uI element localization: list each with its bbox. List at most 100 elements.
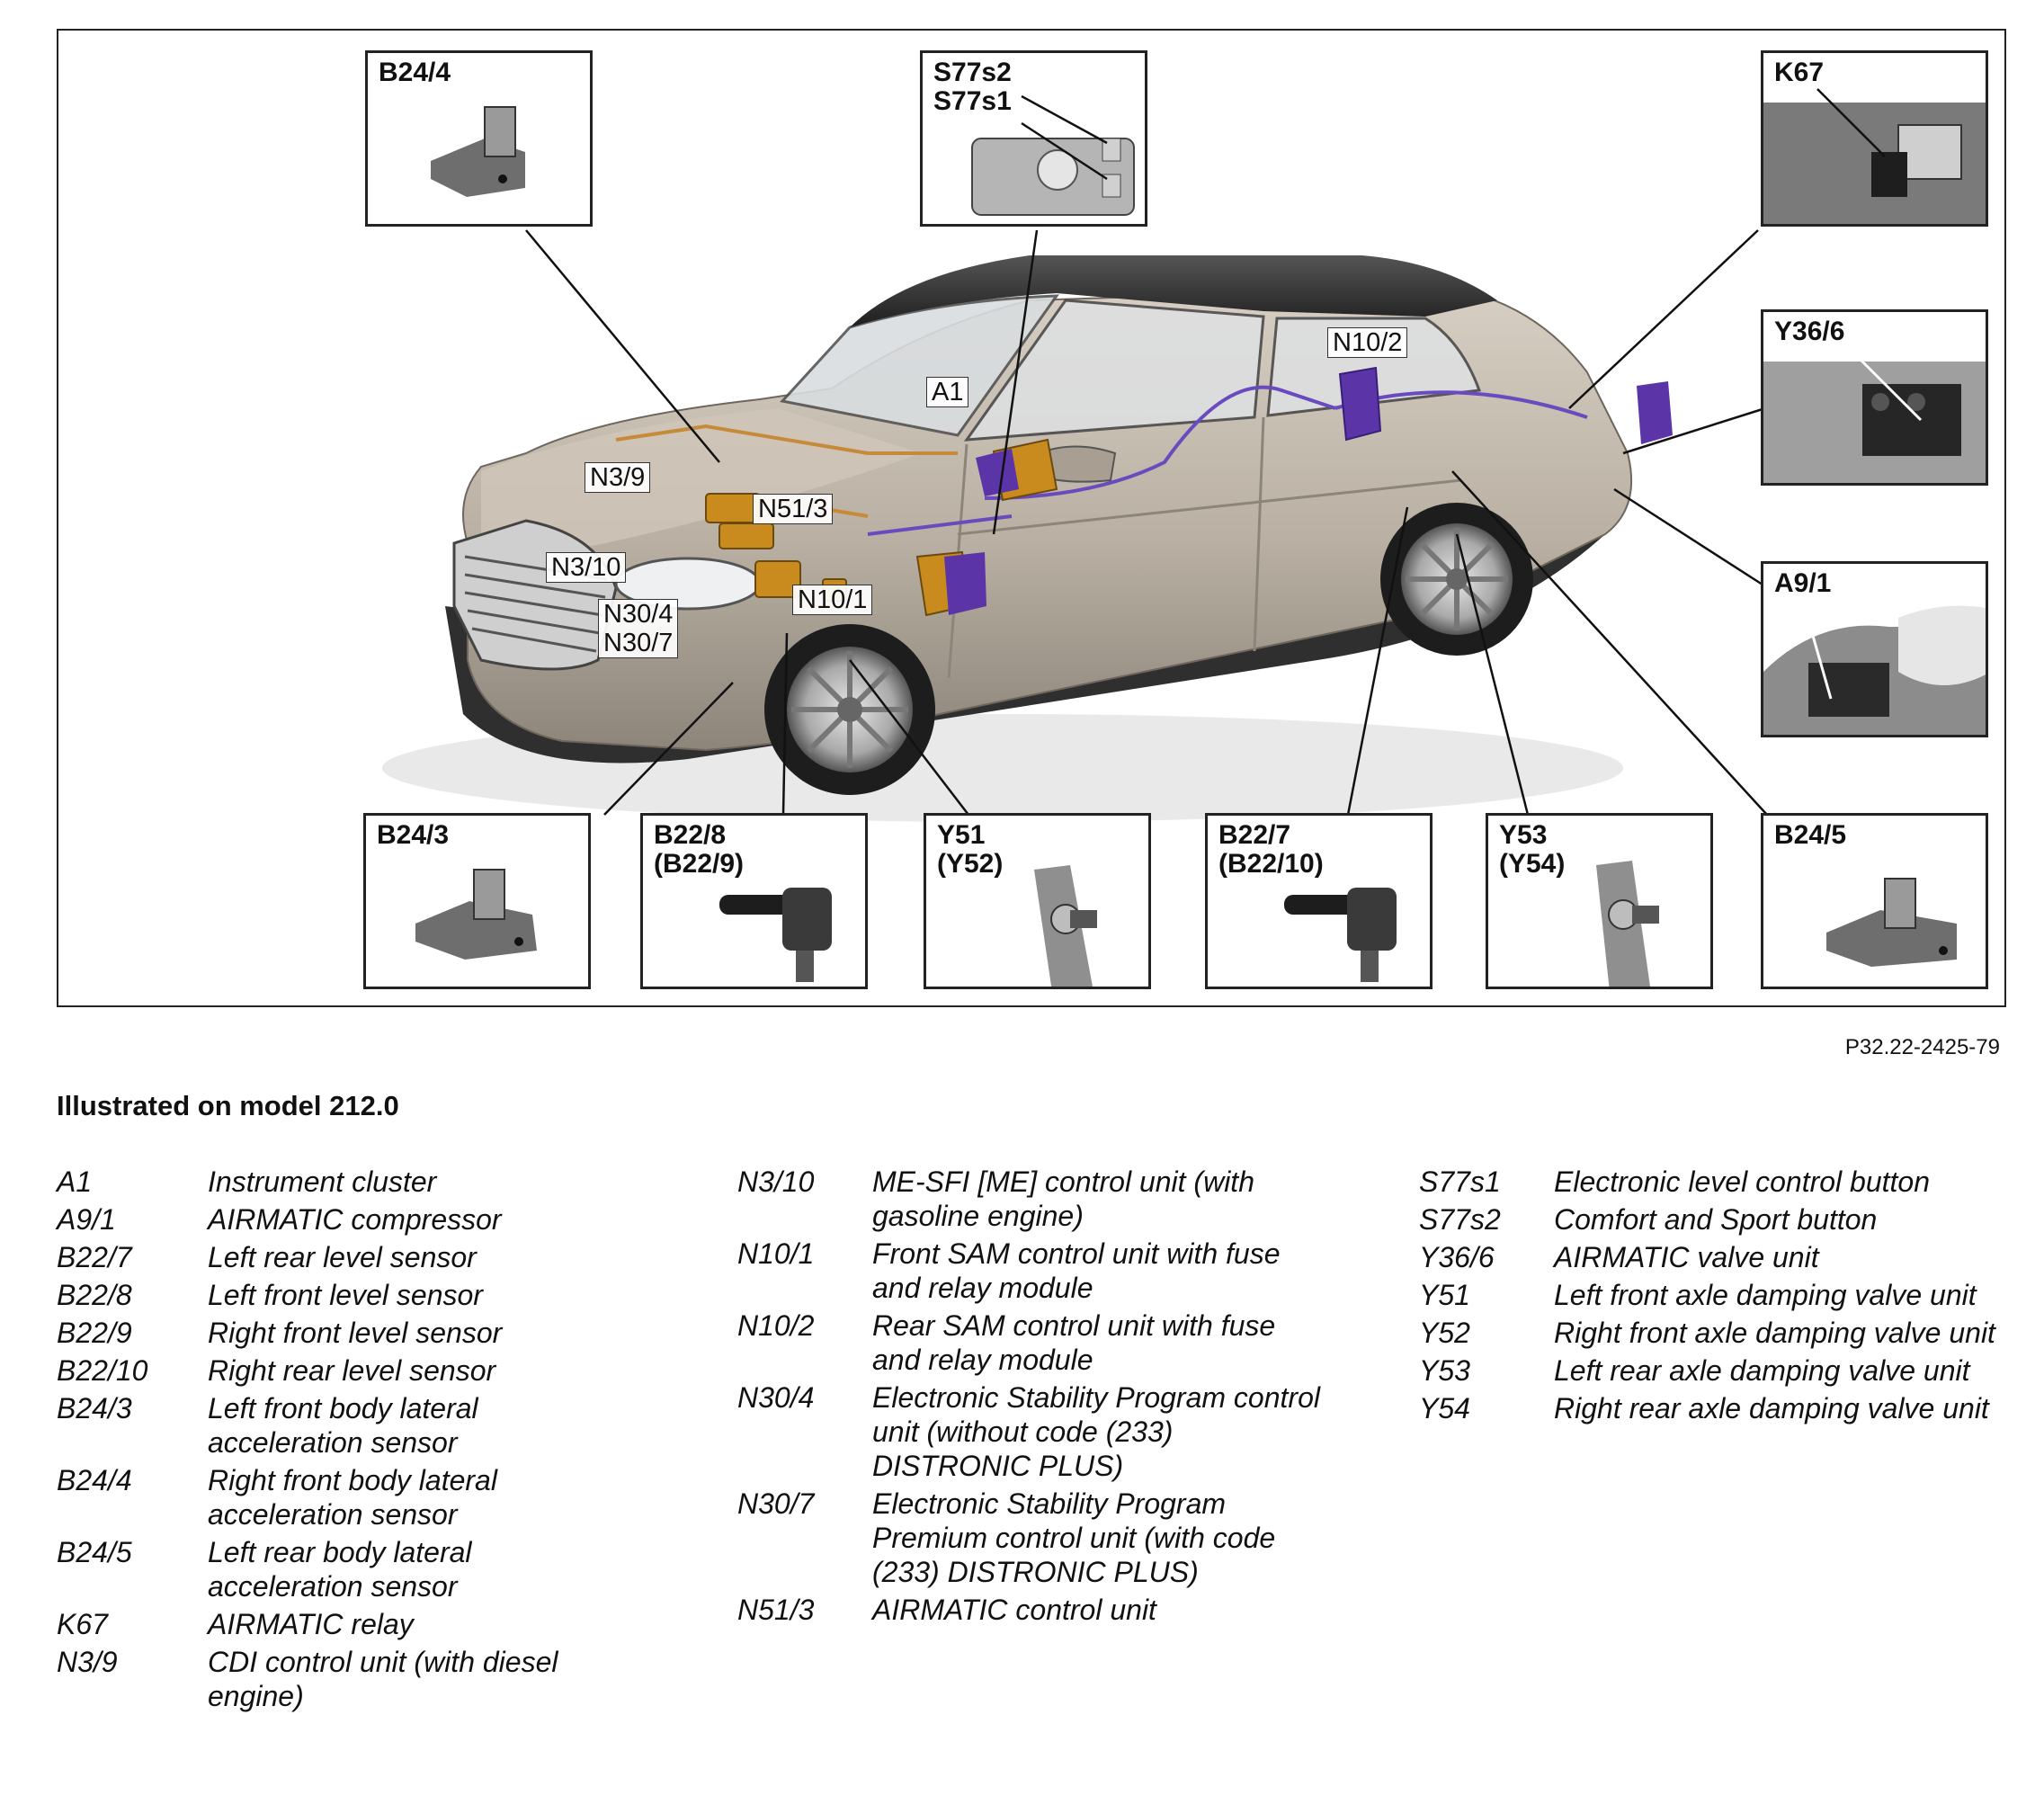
figure-subtitle: Illustrated on model 212.0 (57, 1090, 399, 1121)
legend-column-3: S77s1 Electronic level control button S77… (1419, 1165, 2004, 1429)
legend-desc: AIRMATIC relay (208, 1608, 414, 1640)
inset-label: Y36/6 (1774, 317, 1845, 346)
wire-purple (867, 385, 1336, 536)
legend-desc: Right front axle damping valve unit (1554, 1317, 1995, 1349)
callout-n51-3: N51/3 (753, 494, 834, 524)
inset-k67: K67 (1761, 50, 1988, 227)
component-n30 (754, 560, 801, 598)
legend-code: N51/3 (737, 1594, 815, 1626)
level-sensor-image (1284, 888, 1397, 982)
legend-desc: Left rear body lateral acceleration sens… (208, 1536, 472, 1603)
legend-code: N30/7 (737, 1487, 815, 1520)
legend-code: N3/9 (57, 1646, 118, 1678)
level-sensor-image (719, 888, 832, 982)
legend-desc: Electronic Stability Program control uni… (872, 1381, 1320, 1482)
component-n3-9 (705, 493, 761, 523)
legend-row: Y51 Left front axle damping valve unit (1419, 1278, 2004, 1312)
inset-a9-1: A9/1 (1761, 561, 1988, 737)
legend-desc: Right rear level sensor (208, 1354, 496, 1387)
callout-n3-9: N3/9 (585, 462, 651, 493)
inset-label: B24/4 (379, 58, 451, 87)
legend-desc: Right rear axle damping valve unit (1554, 1392, 1989, 1424)
legend-row: A9/1 AIRMATIC compressor (57, 1202, 605, 1237)
sensor-image (1826, 878, 1957, 967)
legend-desc: Right front body lateral acceleration se… (208, 1464, 497, 1531)
legend-row: B24/3 Left front body lateral acceleratio… (57, 1391, 605, 1460)
front-wheel (764, 624, 935, 795)
legend-code: S77s2 (1419, 1203, 1501, 1236)
inset-label: B24/3 (377, 820, 450, 850)
inset-b22-7: B22/7 (B22/10) (1205, 813, 1433, 989)
component-rear-purple (1637, 381, 1673, 444)
legend-row: N51/3 AIRMATIC control unit (737, 1593, 1322, 1627)
legend-desc: Rear SAM control unit with fuse and rela… (872, 1309, 1276, 1376)
legend-row: K67 AIRMATIC relay (57, 1607, 605, 1641)
inset-b24-4: B24/4 (365, 50, 593, 227)
legend-desc: Left front level sensor (208, 1279, 483, 1311)
legend-desc: AIRMATIC compressor (208, 1203, 502, 1236)
button-image (971, 94, 1135, 216)
leader-lines (525, 229, 1768, 816)
legend-row: N3/9 CDI control unit (with diesel engine… (57, 1645, 605, 1713)
legend-code: N3/10 (737, 1165, 815, 1198)
inset-b24-5: B24/5 (1761, 813, 1988, 989)
legend-desc: Electronic level control button (1554, 1165, 1930, 1198)
legend-desc: Left front axle damping valve unit (1554, 1279, 1977, 1311)
inset-b22-8: B22/8 (B22/9) (640, 813, 868, 989)
legend-desc: Front SAM control unit with fuse and rel… (872, 1237, 1281, 1304)
legend-code: B22/8 (57, 1279, 132, 1311)
sensor-image (415, 869, 537, 960)
legend-row: B22/7 Left rear level sensor (57, 1240, 605, 1274)
legend-desc: AIRMATIC valve unit (1554, 1241, 1819, 1273)
component-n10-1-purple (944, 552, 986, 615)
legend-code: B24/3 (57, 1392, 132, 1424)
legend-code: B22/10 (57, 1354, 148, 1387)
legend-desc: CDI control unit (with diesel engine) (208, 1646, 558, 1712)
callout-n3-10: N3/10 (546, 552, 627, 583)
rear-wheel (1380, 503, 1533, 656)
legend-code: Y51 (1419, 1279, 1470, 1311)
legend-code: N30/4 (737, 1381, 815, 1414)
legend-row: N30/7 Electronic Stability Program Premiu… (737, 1487, 1322, 1589)
legend-row: Y54 Right rear axle damping valve unit (1419, 1391, 2004, 1425)
inset-label: B22/8 (B22/9) (654, 820, 745, 879)
inset-y53: Y53 (Y54) (1486, 813, 1713, 989)
legend-code: B24/4 (57, 1464, 132, 1496)
callout-n30: N30/4 N30/7 (598, 599, 679, 658)
legend-code: N10/2 (737, 1309, 815, 1342)
component-a1-purple (976, 449, 1019, 496)
inset-label: B24/5 (1774, 820, 1847, 850)
inset-label: B22/7 (B22/10) (1218, 820, 1324, 879)
legend-desc: Left rear level sensor (208, 1241, 477, 1273)
legend-desc: AIRMATIC control unit (872, 1594, 1156, 1626)
sensor-image (431, 106, 525, 197)
damping-valve-image (1596, 861, 1659, 987)
legend-desc: Instrument cluster (208, 1165, 437, 1198)
legend-row: N30/4 Electronic Stability Program contro… (737, 1380, 1322, 1483)
legend-code: Y54 (1419, 1392, 1470, 1424)
damping-valve-image (1034, 865, 1097, 987)
inset-y51: Y51 (Y52) (924, 813, 1151, 989)
legend-code: A9/1 (57, 1203, 116, 1236)
legend-row: B22/10 Right rear level sensor (57, 1353, 605, 1388)
windshield (780, 294, 1059, 437)
legend-row: B22/8 Left front level sensor (57, 1278, 605, 1312)
legend-desc: Electronic Stability Program Premium con… (872, 1487, 1276, 1588)
inset-label: S77s2 S77s1 (933, 58, 1012, 116)
relay-image (1763, 88, 1986, 224)
legend-code: K67 (57, 1608, 108, 1640)
legend-code: B22/7 (57, 1241, 132, 1273)
roof (850, 255, 1497, 327)
legend-desc: Left front body lateral acceleration sen… (208, 1392, 478, 1459)
component-n3-10 (719, 522, 774, 549)
legend-code: S77s1 (1419, 1165, 1501, 1198)
